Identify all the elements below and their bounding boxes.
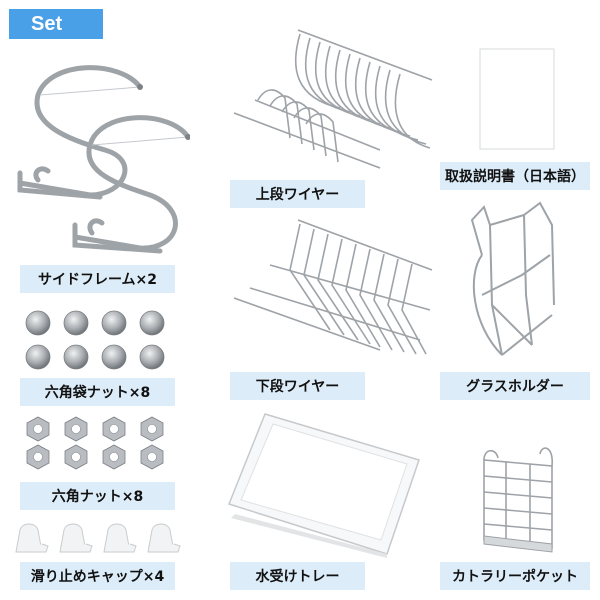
side-frame-illustration	[10, 55, 190, 260]
water-tray-illustration	[225, 408, 425, 558]
hex-nut-illustration	[20, 413, 170, 473]
label-hex-nut: 六角ナット×8	[20, 482, 175, 510]
upper-wire-illustration	[230, 28, 435, 173]
label-cutlery-pocket: カトラリーポケット	[440, 562, 590, 590]
lower-wire-illustration	[230, 210, 435, 355]
label-side-frame: サイドフレーム×2	[20, 265, 175, 293]
cutlery-pocket-illustration	[476, 440, 564, 560]
label-non-slip-cap: 滑り止めキャップ×4	[20, 562, 175, 590]
set-badge: Set	[9, 9, 103, 39]
cap-nut-illustration	[20, 305, 170, 375]
label-glass-holder: グラスホルダー	[440, 372, 590, 400]
label-manual: 取扱説明書（日本語）	[440, 162, 590, 190]
non-slip-cap-illustration	[12, 518, 187, 556]
manual-illustration	[479, 48, 555, 150]
label-lower-wire: 下段ワイヤー	[230, 372, 365, 400]
label-water-tray: 水受けトレー	[230, 562, 365, 590]
glass-holder-illustration	[462, 195, 562, 365]
label-cap-nut: 六角袋ナット×8	[20, 378, 175, 406]
label-upper-wire: 上段ワイヤー	[230, 180, 365, 208]
